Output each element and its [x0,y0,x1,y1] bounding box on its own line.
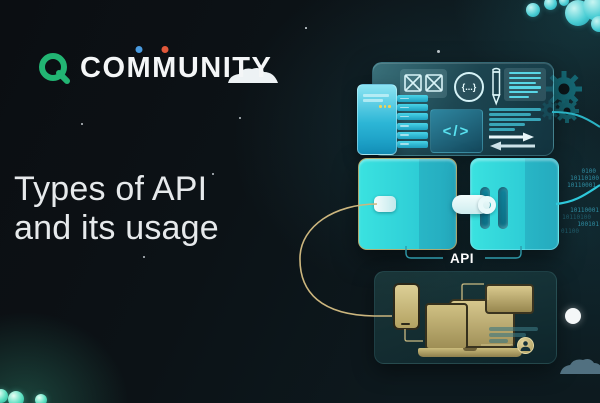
bubble-icon [8,391,24,403]
api-label: API [449,251,474,266]
image-placeholder-icon [400,69,447,98]
cloud-icon [228,68,278,83]
api-plug-box [358,158,457,250]
star-icon [305,27,307,29]
devices-panel [374,271,557,364]
bubble-icon [591,16,600,32]
bubble-icon [583,0,600,21]
plug-icon [374,196,396,212]
title-line-2: and its usage [14,209,219,247]
star-icon [212,173,214,175]
document-icon [504,68,546,101]
logo-m1: M [127,46,153,84]
socket-slot [498,187,508,229]
tablet-icon [425,303,468,350]
swap-arrows-icon [489,132,535,151]
server-rack-icon [397,95,428,148]
logo-m2: M [152,46,178,84]
monitor-icon [485,284,534,314]
bubble-icon [526,3,540,17]
laptop-base [418,348,522,357]
code-tag-icon: </> [430,109,483,153]
text-lines [489,327,538,345]
binary-code: 0100 10110100 10110001 10110001 10110100… [560,168,599,235]
phone-icon [393,283,420,330]
pencil-icon [491,67,501,106]
orange-dot-icon [161,46,169,53]
logo-q-icon [39,53,70,84]
cloud-dark-icon [560,359,600,374]
star-icon [81,123,83,125]
logo-text-part: CO [80,52,127,84]
page-title: Types of API and its usage [14,170,219,248]
bubble-icon [544,0,557,10]
star-icon [437,50,440,53]
bubble-icon [559,0,569,6]
server-icon [357,84,397,155]
star-icon [143,256,145,258]
moon-icon [565,308,581,324]
backend-panel: {...} </> [357,62,554,156]
code-braces-icon: {...} [454,72,484,102]
logo-text-part: UNITY [177,52,273,84]
bubble-icon [0,389,8,403]
star-icon [239,117,241,119]
title-line-1: Types of API [14,170,208,208]
text-lines [489,108,541,134]
connector-ring-icon [478,196,496,214]
user-avatar-icon [517,337,534,354]
bubble-icon [35,394,47,403]
blue-dot-icon [135,46,143,53]
